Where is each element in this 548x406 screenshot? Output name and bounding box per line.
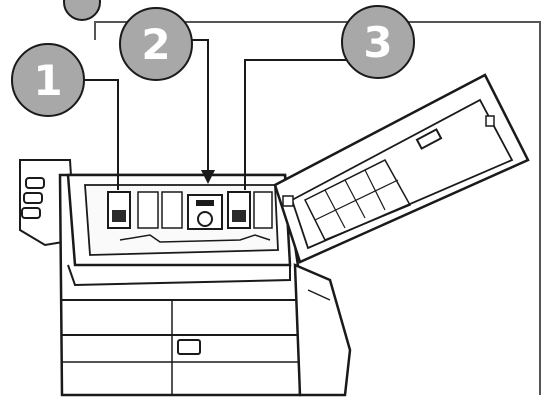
frame-border — [94, 21, 541, 395]
leader-line-2 — [190, 39, 209, 178]
callout-2-circle — [119, 7, 193, 81]
panel-button-3 — [21, 207, 41, 219]
callout-1-label: 1 — [33, 56, 62, 105]
cartridge-slot-2 — [137, 191, 183, 229]
panel-button-2 — [23, 192, 43, 204]
leader-line-3 — [244, 59, 355, 190]
front-latch — [177, 339, 201, 355]
lid-latch — [415, 128, 443, 150]
callout-3-circle — [341, 5, 415, 79]
leader-line-1 — [72, 79, 119, 190]
lid-clip — [485, 115, 495, 127]
cartridge-slot-1 — [107, 191, 131, 229]
cartridge-print-head — [187, 194, 223, 230]
partial-callout-circle — [63, 0, 101, 21]
callout-3: 3 — [341, 5, 415, 79]
callout-1: 1 — [11, 43, 85, 117]
callout-1-circle — [11, 43, 85, 117]
callout-2: 2 — [119, 7, 193, 81]
cartridge-slot-3 — [227, 191, 273, 229]
printer-right-side — [293, 263, 352, 397]
callout-2-label: 2 — [141, 20, 170, 69]
panel-button-1 — [25, 177, 45, 189]
lid-hinge-left — [282, 195, 294, 207]
open-lid — [273, 73, 530, 264]
callout-3-label: 3 — [363, 18, 392, 67]
leader-arrow-2 — [201, 170, 215, 184]
